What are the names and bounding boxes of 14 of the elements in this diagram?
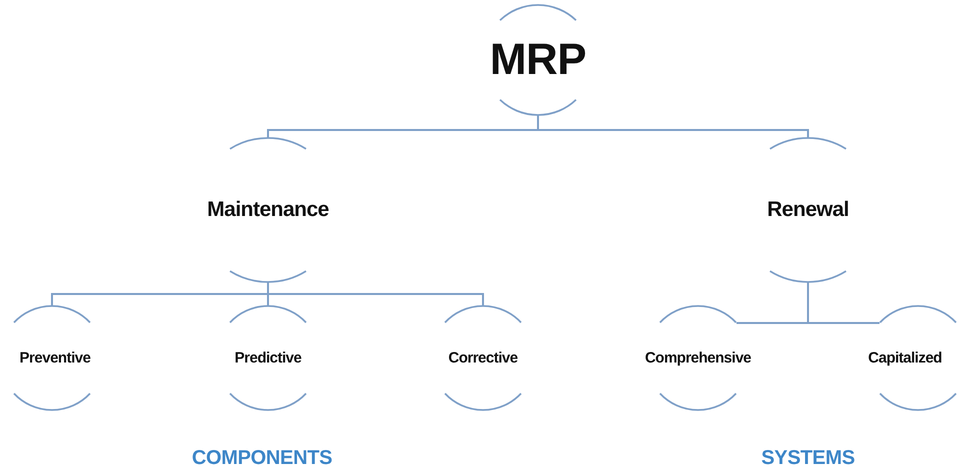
connector-line [267,282,484,306]
connector-line [537,115,809,138]
circle-node [866,306,959,410]
category-label: SYSTEMS [761,447,855,470]
node-label: Preventive [18,350,92,366]
category-label: COMPONENTS [192,447,332,470]
node-label: Maintenance [206,198,330,222]
connector-line [807,282,880,324]
node-label: MRP [488,35,588,85]
node-label: Corrective [447,350,519,366]
node-label: Renewal [766,198,850,222]
node-label: Capitalized [867,350,943,366]
node-label: Predictive [234,350,302,366]
node-label: Comprehensive [644,350,752,366]
